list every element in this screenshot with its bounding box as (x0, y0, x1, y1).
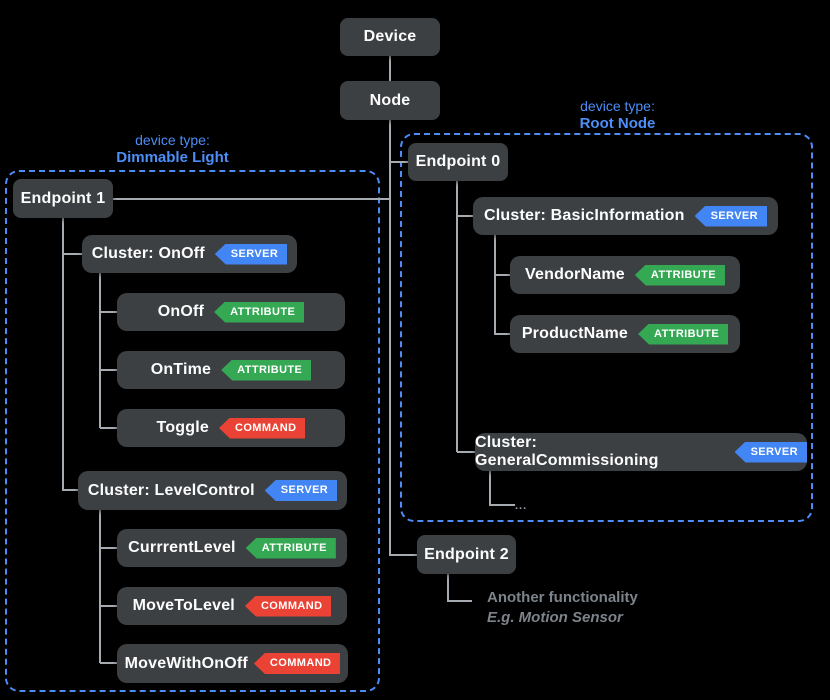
server-badge: SERVER (264, 480, 338, 501)
device-label: Device (363, 28, 417, 45)
command-badge: COMMAND (218, 417, 306, 439)
root-node-group-label: device type: Root Node (535, 97, 700, 133)
attribute-badge: ATTRIBUTE (634, 264, 725, 286)
connector-line (447, 600, 472, 602)
connector-line (489, 504, 515, 506)
connector-line (100, 547, 117, 549)
endpoint-0-box: Endpoint 0 (408, 143, 508, 181)
cluster-onoff-box: Cluster: OnOff SERVER (82, 235, 297, 273)
command-badge: COMMAND (253, 653, 341, 674)
attribute-badge: ATTRIBUTE (214, 301, 305, 323)
more-items-ellipsis: ... (515, 500, 528, 512)
device-type-caption: device type: (580, 98, 655, 114)
endpoint-2-note: Another functionality E.g. Motion Sensor (487, 588, 638, 628)
attribute-badge: ATTRIBUTE (638, 323, 729, 345)
device-type-value: Root Node (579, 115, 656, 132)
connector-line (456, 181, 458, 452)
connector-line (390, 161, 410, 163)
connector-line (99, 273, 101, 428)
cluster-generalcommissioning-label: Cluster: GeneralCommissioning (475, 434, 659, 469)
connector-line (389, 120, 391, 556)
node-label: Node (369, 91, 411, 109)
connector-line (99, 510, 101, 663)
connector-line (390, 554, 419, 556)
connector-line (100, 662, 117, 664)
connector-line (495, 274, 510, 276)
connector-line (111, 198, 390, 200)
node-box: Node (340, 81, 440, 120)
device-type-caption: device type: (135, 132, 210, 148)
command-toggle-box: Toggle COMMAND (117, 409, 345, 447)
endpoint-2-note-line2: E.g. Motion Sensor (487, 609, 623, 626)
connector-line (457, 215, 473, 217)
cluster-onoff-label: Cluster: OnOff (91, 245, 205, 262)
connector-line (63, 489, 78, 491)
connector-line (447, 574, 449, 602)
dimmable-light-group-label: device type: Dimmable Light (90, 131, 255, 167)
connector-line (63, 253, 82, 255)
connector-line (100, 369, 117, 371)
root-node-group-border (400, 133, 813, 522)
command-movetolevel-box: MoveToLevel COMMAND (117, 587, 347, 625)
connector-line (100, 427, 117, 429)
server-badge: SERVER (694, 205, 768, 227)
attribute-onoff-label: OnOff (157, 303, 205, 320)
attribute-badge: ATTRIBUTE (245, 537, 336, 559)
dimmable-light-group-border (5, 170, 380, 692)
connector-line (389, 56, 391, 81)
cluster-basicinformation-label: Cluster: BasicInformation (483, 207, 685, 224)
attribute-productname-box: ProductName ATTRIBUTE (510, 315, 740, 353)
connector-line (62, 218, 64, 491)
attribute-ontime-label: OnTime (150, 361, 212, 378)
endpoint-2-label: Endpoint 2 (424, 545, 509, 563)
connector-line (100, 311, 117, 313)
attribute-currrentlevel-box: CurrrentLevel ATTRIBUTE (117, 529, 347, 567)
cluster-basicinformation-box: Cluster: BasicInformation SERVER (473, 197, 778, 235)
connector-line (457, 451, 475, 453)
connector-line (489, 471, 491, 506)
endpoint-2-box: Endpoint 2 (417, 535, 516, 574)
cluster-generalcommissioning-box: Cluster: GeneralCommissioning SERVER (475, 433, 807, 471)
attribute-vendorname-label: VendorName (525, 266, 625, 283)
attribute-onoff-box: OnOff ATTRIBUTE (117, 293, 345, 331)
endpoint-1-box: Endpoint 1 (13, 179, 113, 218)
attribute-productname-label: ProductName (521, 325, 629, 342)
endpoint-2-note-line1: Another functionality (487, 589, 638, 606)
attribute-vendorname-box: VendorName ATTRIBUTE (510, 256, 740, 294)
connector-line (100, 605, 117, 607)
connector-line (494, 235, 496, 335)
cluster-levelcontrol-box: Cluster: LevelControl SERVER (78, 471, 347, 510)
device-type-value: Dimmable Light (116, 149, 229, 166)
attribute-badge: ATTRIBUTE (221, 359, 312, 381)
endpoint-0-label: Endpoint 0 (415, 153, 501, 170)
connector-line (495, 333, 510, 335)
endpoint-1-label: Endpoint 1 (20, 189, 106, 207)
command-badge: COMMAND (244, 595, 332, 617)
server-badge: SERVER (214, 243, 288, 265)
command-movewithonoff-box: MoveWithOnOff COMMAND (117, 644, 348, 683)
attribute-ontime-box: OnTime ATTRIBUTE (117, 351, 345, 389)
device-box: Device (340, 18, 440, 56)
command-toggle-label: Toggle (156, 419, 209, 436)
command-movewithonoff-label: MoveWithOnOff (124, 654, 248, 672)
attribute-currrentlevel-label: CurrrentLevel (128, 539, 236, 556)
command-movetolevel-label: MoveToLevel (132, 597, 235, 614)
server-badge: SERVER (734, 441, 807, 463)
cluster-levelcontrol-label: Cluster: LevelControl (87, 481, 255, 499)
